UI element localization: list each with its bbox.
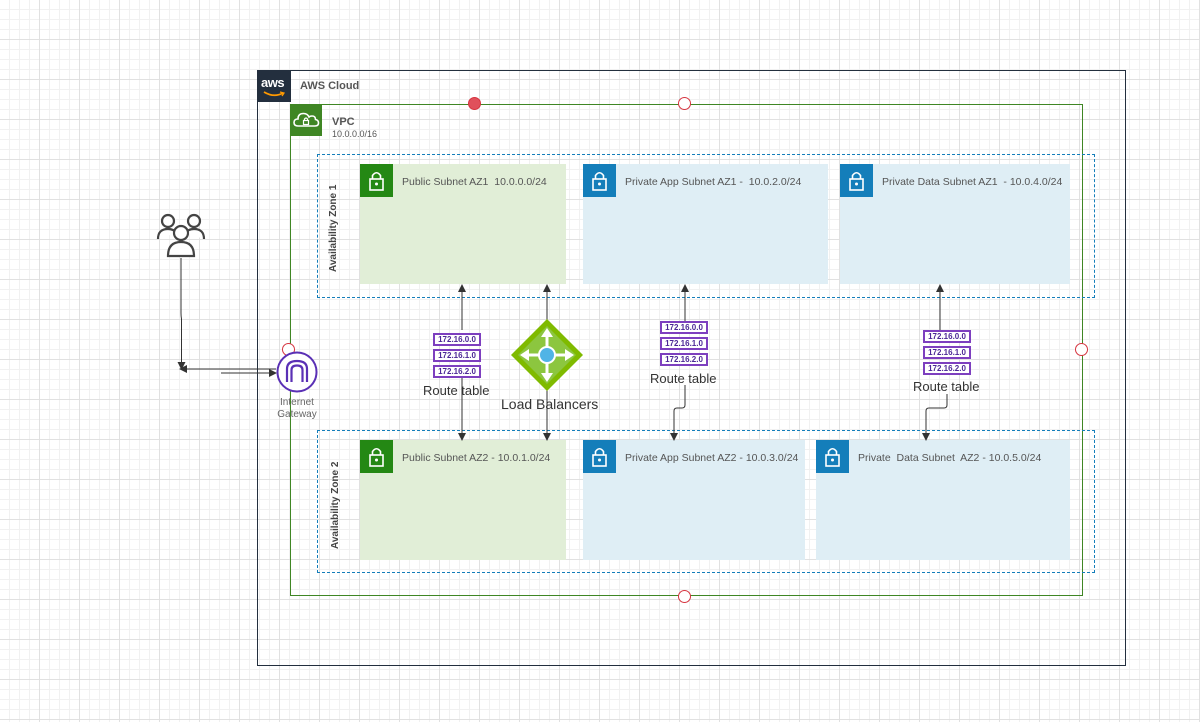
private-data-subnet-az1[interactable]: [840, 164, 1070, 284]
private-data-subnet-az2[interactable]: [816, 440, 1070, 560]
aws-smile-icon: [263, 91, 285, 97]
route-entry[interactable]: 172.16.0.0: [660, 321, 708, 334]
route-entry[interactable]: 172.16.2.0: [660, 353, 708, 366]
route-entry[interactable]: 172.16.1.0: [660, 337, 708, 350]
lock-icon: [583, 440, 616, 473]
internet-gateway-icon[interactable]: [276, 351, 318, 393]
public-subnet-az2[interactable]: [360, 440, 566, 560]
load-balancer-icon[interactable]: [510, 318, 584, 392]
users-icon[interactable]: [156, 209, 206, 259]
load-balancer-label: Load Balancers: [501, 396, 599, 412]
route-entry[interactable]: 172.16.1.0: [923, 346, 971, 359]
private-data-subnet-az1-label: Private Data Subnet AZ1 - 10.0.4.0/24: [882, 176, 1063, 188]
aws-logo-text: aws: [261, 75, 285, 90]
aws-cloud-group[interactable]: [257, 70, 1126, 666]
connection-point[interactable]: [468, 97, 481, 110]
vpc-label: VPC: [332, 116, 355, 128]
private-data-subnet-az2-label: Private Data Subnet AZ2 - 10.0.5.0/24: [858, 452, 1042, 464]
public-subnet-az1-label: Public Subnet AZ1 10.0.0.0/24: [402, 176, 547, 188]
route-2-down-line: [670, 385, 686, 441]
route-table-label: Route table: [423, 383, 490, 398]
lock-icon: [360, 164, 393, 197]
lock-icon: [360, 440, 393, 473]
connection-point[interactable]: [678, 590, 691, 603]
route-entry[interactable]: 172.16.2.0: [433, 365, 481, 378]
connection-point[interactable]: [678, 97, 691, 110]
route-entry[interactable]: 172.16.0.0: [923, 330, 971, 343]
availability-zone-2[interactable]: [317, 430, 1095, 573]
lock-icon: [840, 164, 873, 197]
route-entry[interactable]: 172.16.2.0: [923, 362, 971, 375]
route-entry[interactable]: 172.16.0.0: [433, 333, 481, 346]
users-down-line: [177, 258, 186, 370]
vpc-cloud-icon: [290, 104, 322, 136]
public-subnet-az2-label: Public Subnet AZ2 - 10.0.1.0/24: [402, 452, 551, 464]
route-3-down-line: [922, 394, 948, 441]
private-app-subnet-az1-label: Private App Subnet AZ1 - 10.0.2.0/24: [625, 176, 802, 188]
aws-cloud-label: AWS Cloud: [300, 80, 360, 92]
lock-icon: [816, 440, 849, 473]
availability-zone-1[interactable]: [317, 154, 1095, 298]
route-table-label: Route table: [913, 379, 980, 394]
connection-point[interactable]: [1075, 343, 1088, 356]
route-entry[interactable]: 172.16.1.0: [433, 349, 481, 362]
vpc-cidr: 10.0.0.0/16: [332, 129, 378, 139]
lock-icon: [583, 164, 616, 197]
private-app-subnet-az2[interactable]: [583, 440, 805, 560]
route-table-label: Route table: [650, 371, 717, 386]
public-subnet-az1[interactable]: [360, 164, 566, 284]
private-app-subnet-az1[interactable]: [583, 164, 828, 284]
internet-gateway-label-line2: Gateway: [277, 409, 317, 420]
private-app-subnet-az2-label: Private App Subnet AZ2 - 10.0.3.0/24: [625, 452, 799, 464]
internet-gateway-label-line1: Internet: [280, 397, 314, 408]
aws-logo-icon: aws: [257, 70, 291, 102]
